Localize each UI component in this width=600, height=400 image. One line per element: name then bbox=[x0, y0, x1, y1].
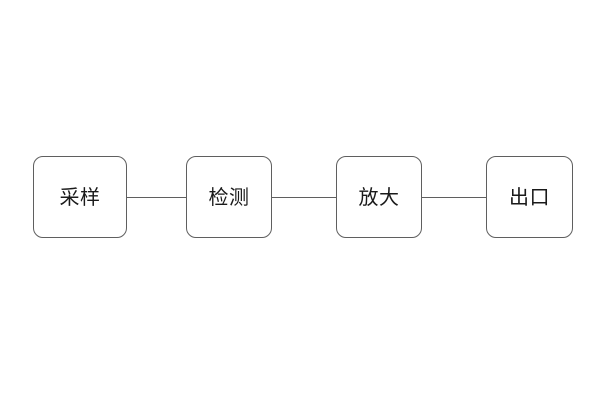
flow-node-label: 采样 bbox=[59, 185, 101, 209]
flow-node-label: 放大 bbox=[358, 185, 400, 209]
flow-connector-3 bbox=[422, 197, 486, 198]
flow-node-label: 出口 bbox=[509, 185, 550, 209]
flow-node-output[interactable]: 出口 bbox=[486, 156, 573, 238]
flow-connector-2 bbox=[272, 197, 336, 198]
flow-node-sampling[interactable]: 采样 bbox=[33, 156, 127, 238]
flow-node-detection[interactable]: 检测 bbox=[186, 156, 272, 238]
flow-connector-1 bbox=[127, 197, 186, 198]
flow-node-label: 检测 bbox=[208, 185, 250, 209]
flow-node-amplification[interactable]: 放大 bbox=[336, 156, 422, 238]
